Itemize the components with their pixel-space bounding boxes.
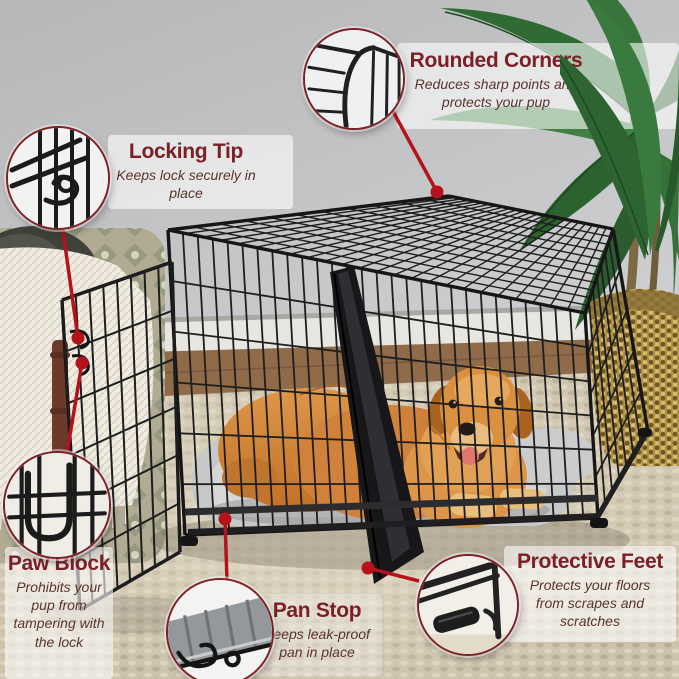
protective-feet-description: Protects your floors from scrapes and sc…: [529, 577, 651, 630]
rounded-corners-description: Reduces sharp points and protects your p…: [414, 76, 578, 111]
crate-front-door-open: [330, 266, 424, 584]
paw-block-lens: [3, 451, 111, 559]
callout-protective-feet: Protective Feet Protects your floors fro…: [506, 550, 674, 631]
rounded-corner-lens: [303, 28, 405, 130]
dog-bed: [192, 428, 596, 528]
locking-tip-title: Locking Tip: [128, 140, 244, 163]
protective-feet-title: Protective Feet: [516, 550, 664, 573]
locking-tip-description: Keeps lock securely in place: [116, 167, 256, 202]
door-latch: [69, 329, 90, 377]
crate-right-face: [584, 228, 649, 519]
pan-stop-description: Keeps leak-proof pan in place: [264, 626, 370, 661]
wood-floor: [0, 337, 679, 412]
chair-leg: [52, 340, 68, 458]
pan-stop-lens: [166, 578, 274, 679]
paw-block-description: Prohibits your pup from tampering with t…: [13, 579, 105, 650]
wicker-basket: [590, 288, 679, 466]
callout-paw-block: Paw Block Prohibits your pup from tamper…: [4, 552, 114, 651]
crate-top-face: [167, 195, 614, 314]
rounded-corners-title: Rounded Corners: [409, 49, 583, 72]
callout-rounded-corners: Rounded Corners Reduces sharp points and…: [400, 49, 592, 111]
pan-stop-title: Pan Stop: [272, 599, 362, 622]
crate-base: [180, 428, 652, 546]
locking-tip-lens: [6, 126, 110, 230]
callout-locking-tip: Locking Tip Keeps lock securely in place: [106, 140, 266, 202]
crate-foot: [638, 428, 652, 437]
protective-feet-lens: [417, 554, 519, 656]
palm-fronds-foreground: [560, 0, 679, 260]
baseboard: [0, 303, 679, 360]
crate-foot: [180, 536, 198, 546]
golden-retriever-dog: [218, 366, 546, 528]
crate-foot: [590, 518, 608, 528]
pillow: [0, 226, 98, 318]
